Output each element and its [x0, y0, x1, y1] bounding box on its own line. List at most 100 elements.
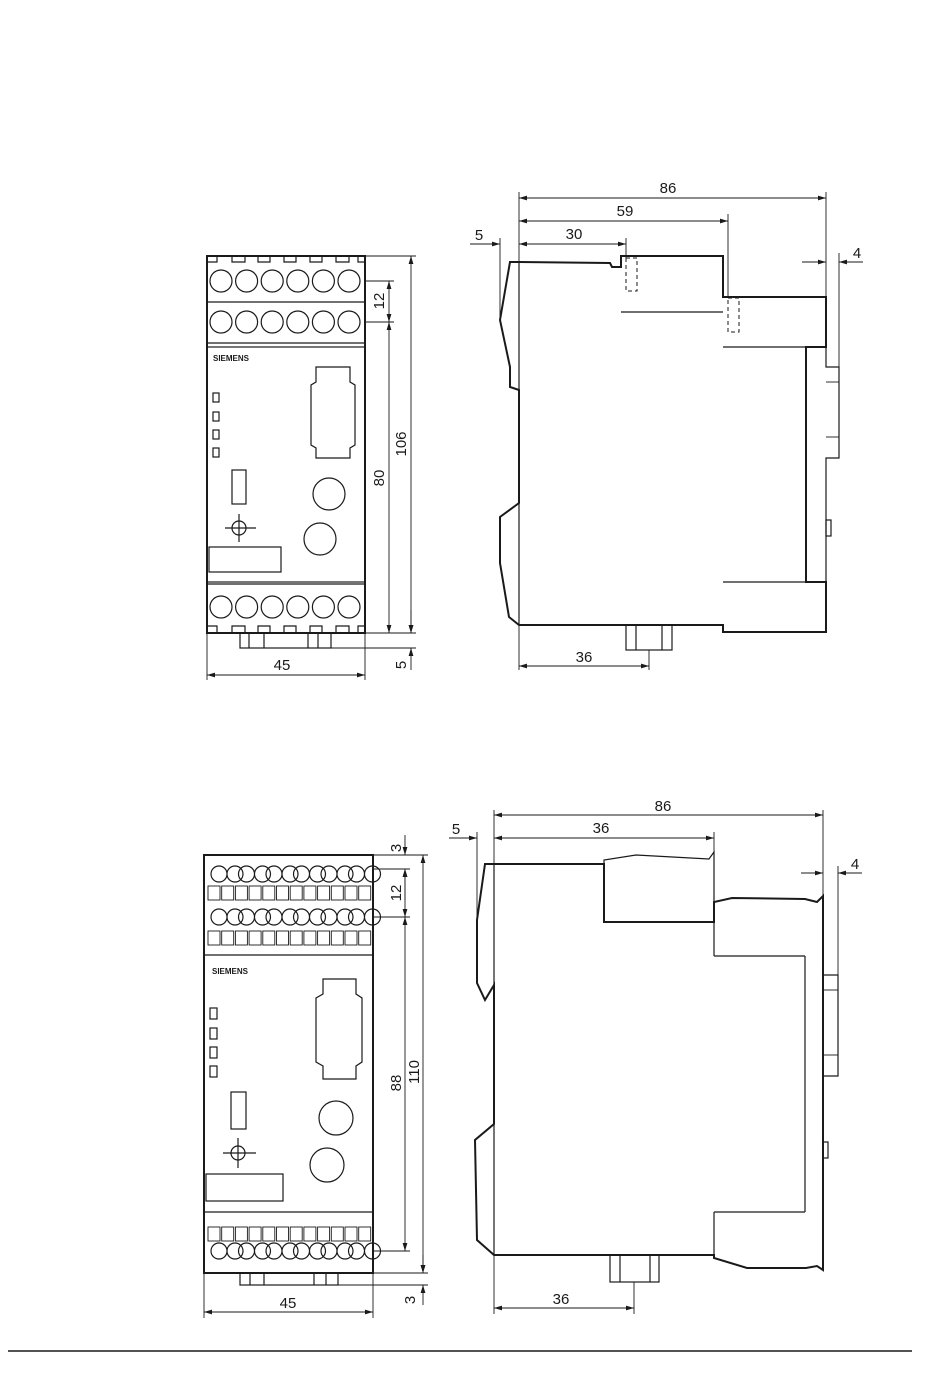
dim-3-top-label: 3: [388, 844, 405, 852]
terminal-square-icon: [345, 886, 357, 900]
terminal-square-icon: [331, 886, 343, 900]
dim-height-label: 80: [371, 470, 388, 487]
dim-30-label: 30: [566, 226, 583, 243]
button-icon: [313, 478, 345, 510]
terminal-screw-icon: [210, 270, 232, 292]
terminal-screw-icon: [236, 311, 258, 333]
housing-outline: [204, 855, 373, 1273]
terminal-screw-icon: [287, 596, 309, 618]
terminal-square-icon: [277, 931, 289, 945]
led-icon: [213, 393, 219, 402]
terminal-square-icon: [263, 931, 275, 945]
bottom-plug: [626, 625, 672, 650]
terminal-square-icon: [345, 1227, 357, 1241]
terminal-row: [211, 1243, 381, 1259]
terminal-row: [210, 270, 360, 292]
housing-outline: [207, 256, 365, 633]
button-icon: [319, 1101, 353, 1135]
dim-59-label: 59: [617, 203, 634, 220]
terminal-square-icon: [277, 1227, 289, 1241]
terminal-screw-icon: [236, 270, 258, 292]
side-view-top: 86 59 30 5 4 36: [470, 180, 863, 670]
brand-logo: SIEMENS: [212, 967, 249, 976]
terminal-screw-icon: [312, 596, 334, 618]
terminal-row: [210, 596, 360, 618]
terminal-square-icon: [263, 1227, 275, 1241]
dim-36-bottom-label: 36: [553, 1291, 570, 1308]
dim-total-label: 110: [406, 1060, 423, 1084]
terminal-screw-icon: [312, 311, 334, 333]
dim-depth-label: 86: [660, 180, 677, 197]
terminal-square-icon: [249, 886, 261, 900]
dim-bottom-label: 5: [393, 661, 410, 669]
terminal-screw-icon: [261, 596, 283, 618]
terminal-screw-row: [208, 1227, 371, 1241]
led-icon: [213, 448, 219, 457]
hidden-contour: [626, 258, 637, 291]
bottom-plug: [610, 1255, 659, 1282]
terminal-square-icon: [304, 1227, 316, 1241]
terminal-row: [211, 866, 381, 882]
dim-depth-label: 86: [655, 798, 672, 815]
terminal-screw-icon: [287, 311, 309, 333]
side-view-bottom: 86 36 5 4 36: [449, 798, 862, 1314]
terminal-screw-row: [208, 886, 371, 900]
terminal-screw-icon: [210, 311, 232, 333]
terminal-square-icon: [318, 1227, 330, 1241]
dim-total-label: 106: [393, 431, 410, 456]
hidden-contour: [728, 298, 739, 332]
terminal-square-icon: [304, 931, 316, 945]
label-slot: [231, 1092, 246, 1129]
terminal-screw-icon: [338, 270, 360, 292]
connector-socket: [316, 979, 362, 1079]
terminal-square-icon: [222, 886, 234, 900]
latch-icon: [826, 520, 831, 536]
dim-pitch-label: 12: [371, 293, 388, 310]
terminal-screw-icon: [338, 311, 360, 333]
terminal-square-icon: [277, 886, 289, 900]
dim-4-label: 4: [853, 245, 861, 262]
terminal-square-icon: [208, 1227, 220, 1241]
terminal-square-icon: [290, 1227, 302, 1241]
dim-width-label: 45: [280, 1295, 297, 1312]
terminal-square-icon: [359, 1227, 371, 1241]
terminal-screw-icon: [210, 596, 232, 618]
terminal-square-icon: [208, 931, 220, 945]
terminal-square-icon: [222, 931, 234, 945]
dim-36-label: 36: [576, 649, 593, 666]
front-view-top: SIEMENS 45: [207, 256, 416, 680]
terminal-screw-icon: [338, 596, 360, 618]
terminal-square-icon: [331, 1227, 343, 1241]
terminal-square-icon: [249, 931, 261, 945]
dim-4-label: 4: [851, 856, 859, 873]
terminal-square-icon: [318, 886, 330, 900]
side-housing-outline: [475, 864, 823, 1270]
label-slot: [232, 470, 246, 504]
terminal-square-icon: [318, 931, 330, 945]
led-icon: [210, 1066, 217, 1077]
led-icon: [210, 1028, 217, 1039]
terminal-square-icon: [235, 1227, 247, 1241]
led-icon: [213, 430, 219, 439]
terminal-square-icon: [331, 931, 343, 945]
dim-36-top-label: 36: [593, 820, 610, 837]
terminal-screw-row: [208, 931, 371, 945]
terminal-screw-icon: [287, 270, 309, 292]
dim-5-label: 5: [475, 227, 483, 244]
terminal-square-icon: [359, 931, 371, 945]
label-field: [206, 1174, 283, 1201]
terminal-screw-icon: [312, 270, 334, 292]
terminal-square-icon: [290, 886, 302, 900]
terminal-square-icon: [249, 1227, 261, 1241]
terminal-row: [211, 909, 381, 925]
button-icon: [310, 1148, 344, 1182]
terminal-square-icon: [263, 886, 275, 900]
terminal-square-icon: [235, 886, 247, 900]
dim-pitch-label: 12: [388, 885, 405, 902]
terminal-row: [210, 311, 360, 333]
dim-width-label: 45: [274, 657, 291, 674]
led-icon: [210, 1047, 217, 1058]
led-icon: [213, 412, 219, 421]
terminal-screw-icon: [236, 596, 258, 618]
